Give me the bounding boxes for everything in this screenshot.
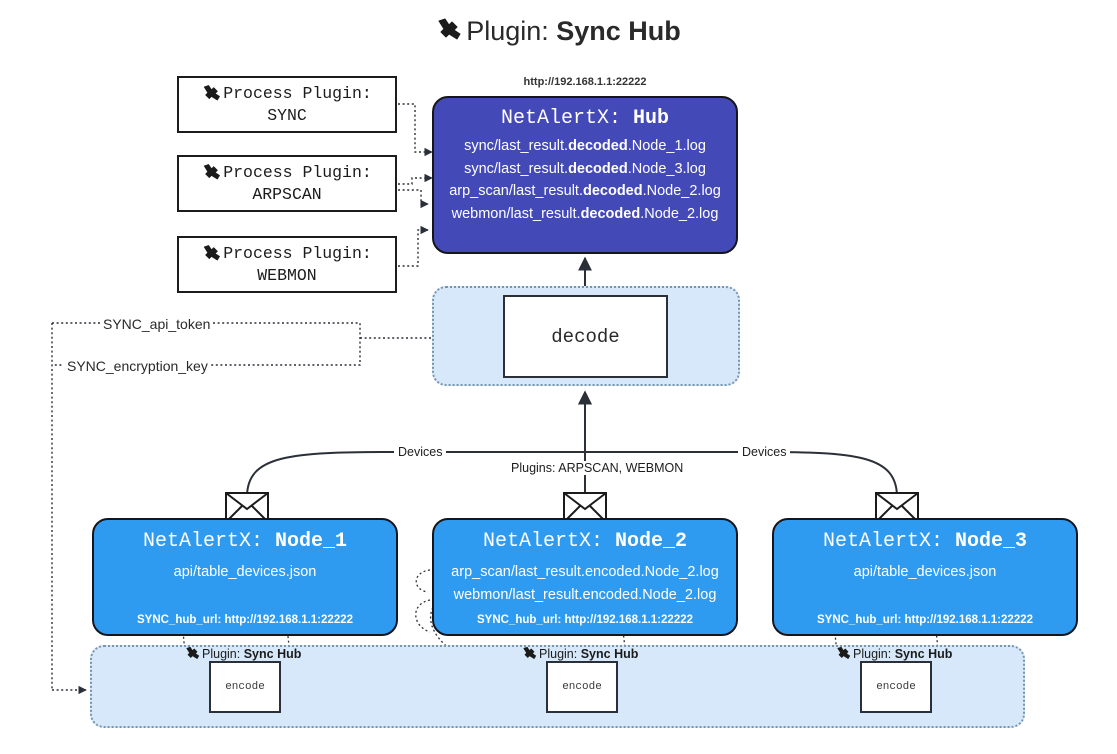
hub-log-line: sync/last_result.decoded.Node_1.log: [464, 138, 706, 154]
hub-log-list: sync/last_result.decoded.Node_1.log sync…: [434, 137, 736, 224]
node-path-list: api/table_devices.json: [94, 563, 396, 582]
edge-label-devices-right: Devices: [738, 445, 791, 459]
plug-icon: [186, 646, 200, 659]
process-plugin-label: Process Plugin:: [223, 163, 372, 183]
node-title: NetAlertX: Node_1: [94, 530, 396, 553]
hub-node[interactable]: NetAlertX: Hub sync/last_result.decoded.…: [432, 96, 738, 254]
process-plugin-name: ARPSCAN: [252, 184, 322, 204]
plug-icon: [204, 245, 221, 261]
node-box-node-1[interactable]: NetAlertX: Node_1 api/table_devices.json…: [92, 518, 398, 636]
hub-title-prefix: NetAlertX:: [500, 107, 621, 130]
envelope-icon: [225, 492, 269, 523]
title-name: Sync Hub: [556, 16, 681, 46]
wire-sync-to-hub-line1: [398, 103, 433, 157]
wire-webmon-to-hub-line4: [398, 225, 429, 267]
node-title-prefix: NetAlertX:: [482, 530, 603, 553]
process-plugin-webmon[interactable]: Process Plugin: WEBMON: [177, 236, 397, 293]
node-box-node-3[interactable]: NetAlertX: Node_3 api/table_devices.json…: [772, 518, 1078, 636]
envelope-icon: [875, 492, 919, 523]
process-plugin-name: WEBMON: [257, 265, 317, 285]
encode-plugin-label-2: Plugin: Sync Hub: [522, 646, 638, 661]
node-path-line: api/table_devices.json: [853, 564, 997, 580]
encode-plugin-prefix: Plugin:: [539, 646, 578, 661]
wire-sync-to-hub-line2: [398, 173, 433, 185]
wire-node2-loop-b: [415, 599, 431, 633]
node-box-node-2[interactable]: NetAlertX: Node_2 arp_scan/last_result.e…: [432, 518, 738, 636]
wire-arpscan-to-hub-line3: [398, 189, 429, 209]
plug-icon: [204, 85, 221, 101]
encode-plugin-name: Sync Hub: [580, 646, 639, 661]
page-title: Plugin: Sync Hub: [0, 16, 1117, 50]
process-plugin-label: Process Plugin:: [223, 84, 372, 104]
node-path-line: api/table_devices.json: [173, 564, 317, 580]
process-plugin-name: SYNC: [267, 105, 307, 125]
node-title-prefix: NetAlertX:: [822, 530, 943, 553]
process-plugin-arpscan[interactable]: Process Plugin: ARPSCAN: [177, 155, 397, 212]
encode-plugin-name: Sync Hub: [243, 646, 302, 661]
plug-icon: [523, 646, 537, 659]
process-plugin-label: Process Plugin:: [223, 244, 372, 264]
node-hub-url-footer: SYNC_hub_url: http://192.168.1.1:22222: [136, 614, 354, 626]
node-title-name: Node_1: [275, 530, 348, 553]
hub-log-line: webmon/last_result.decoded.Node_2.log: [451, 205, 719, 222]
node-title: NetAlertX: Node_2: [434, 530, 736, 553]
plug-icon: [837, 646, 851, 659]
encode-plugin-name: Sync Hub: [894, 646, 953, 661]
node-path-line: webmon/last_result.encoded.Node_2.log: [453, 586, 717, 603]
node-hub-url-footer: SYNC_hub_url: http://192.168.1.1:22222: [816, 614, 1034, 626]
node-title-prefix: NetAlertX:: [142, 530, 263, 553]
label-sync-api-token: SYNC_api_token: [100, 316, 214, 332]
hub-title-name: Hub: [633, 107, 670, 130]
encode-box-2[interactable]: encode: [546, 661, 618, 713]
hub-log-line: sync/last_result.decoded.Node_3.log: [464, 160, 706, 177]
encode-box-1[interactable]: encode: [209, 661, 281, 713]
hub-log-line: arp_scan/last_result.decoded.Node_2.log: [449, 183, 721, 200]
hub-url-label: http://192.168.1.1:22222: [523, 76, 647, 88]
plug-icon: [204, 164, 221, 180]
node-path-list: arp_scan/last_result.encoded.Node_2.log …: [434, 563, 736, 605]
encode-box-3[interactable]: encode: [860, 661, 932, 713]
title-prefix: Plugin:: [466, 16, 549, 46]
node-title: NetAlertX: Node_3: [774, 530, 1076, 553]
encode-plugin-label-1: Plugin: Sync Hub: [185, 646, 301, 661]
node-title-name: Node_2: [615, 530, 688, 553]
node-hub-url-footer: SYNC_hub_url: http://192.168.1.1:22222: [476, 614, 694, 626]
encode-plugin-label-3: Plugin: Sync Hub: [836, 646, 952, 661]
encode-plugin-prefix: Plugin:: [853, 646, 892, 661]
node-path-list: api/table_devices.json: [774, 563, 1076, 582]
wire-node2-loop-a: [415, 569, 431, 593]
label-sync-encryption-key: SYNC_encryption_key: [64, 358, 211, 374]
encode-plugin-prefix: Plugin:: [202, 646, 241, 661]
edge-label-plugins-center: Plugins: ARPSCAN, WEBMON: [507, 461, 688, 475]
plug-icon: [436, 17, 462, 50]
hub-title: NetAlertX: Hub: [434, 107, 736, 130]
node-path-line: arp_scan/last_result.encoded.Node_2.log: [451, 564, 719, 580]
node-title-name: Node_3: [955, 530, 1028, 553]
decode-box[interactable]: decode: [503, 295, 668, 378]
process-plugin-sync[interactable]: Process Plugin: SYNC: [177, 76, 397, 133]
edge-label-devices-left: Devices: [394, 445, 447, 459]
